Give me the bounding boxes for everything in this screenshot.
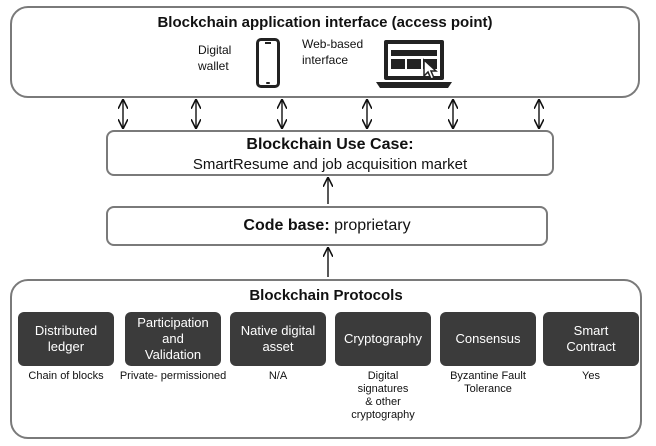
code-base-box: Code base: proprietary (106, 206, 548, 246)
protocol-value-participation-validation: Private- permissioned (119, 370, 227, 382)
web-interface-label: Web-based interface (302, 37, 364, 67)
protocol-value-consensus: Byzantine Fault Tolerance (450, 370, 526, 395)
protocol-native-digital-asset: Native digital asset (230, 312, 326, 366)
protocols-box: Blockchain Protocols (10, 279, 642, 439)
access-point-title: Blockchain application interface (access… (157, 14, 493, 31)
protocol-consensus: Consensus (440, 312, 536, 366)
protocol-value-cryptography: Digital signatures & other cryptography (351, 370, 415, 421)
protocol-cryptography: Cryptography (335, 312, 431, 366)
protocol-value-distributed-ledger: Chain of blocks (28, 370, 104, 382)
laptop-icon (376, 40, 452, 88)
protocol-smart-contract: Smart Contract (543, 312, 639, 366)
use-case-subtitle: SmartResume and job acquisition market (192, 156, 468, 173)
protocol-value-smart-contract: Yes (582, 370, 600, 382)
use-case-box: Blockchain Use Case: SmartResume and job… (106, 130, 554, 176)
code-base-label: Code base: (243, 217, 330, 234)
access-point-box: Blockchain application interface (access… (10, 6, 640, 98)
code-base-value: proprietary (329, 217, 411, 234)
protocol-value-native-digital-asset: N/A (268, 370, 288, 382)
use-case-title: Blockchain Use Case: (246, 136, 414, 153)
protocol-participation-validation: Participation and Validation (125, 312, 221, 366)
protocols-title: Blockchain Protocols (249, 287, 403, 304)
protocol-distributed-ledger: Distributed ledger (18, 312, 114, 366)
smartphone-icon (256, 38, 280, 88)
digital-wallet-label: Digital wallet (198, 43, 232, 73)
